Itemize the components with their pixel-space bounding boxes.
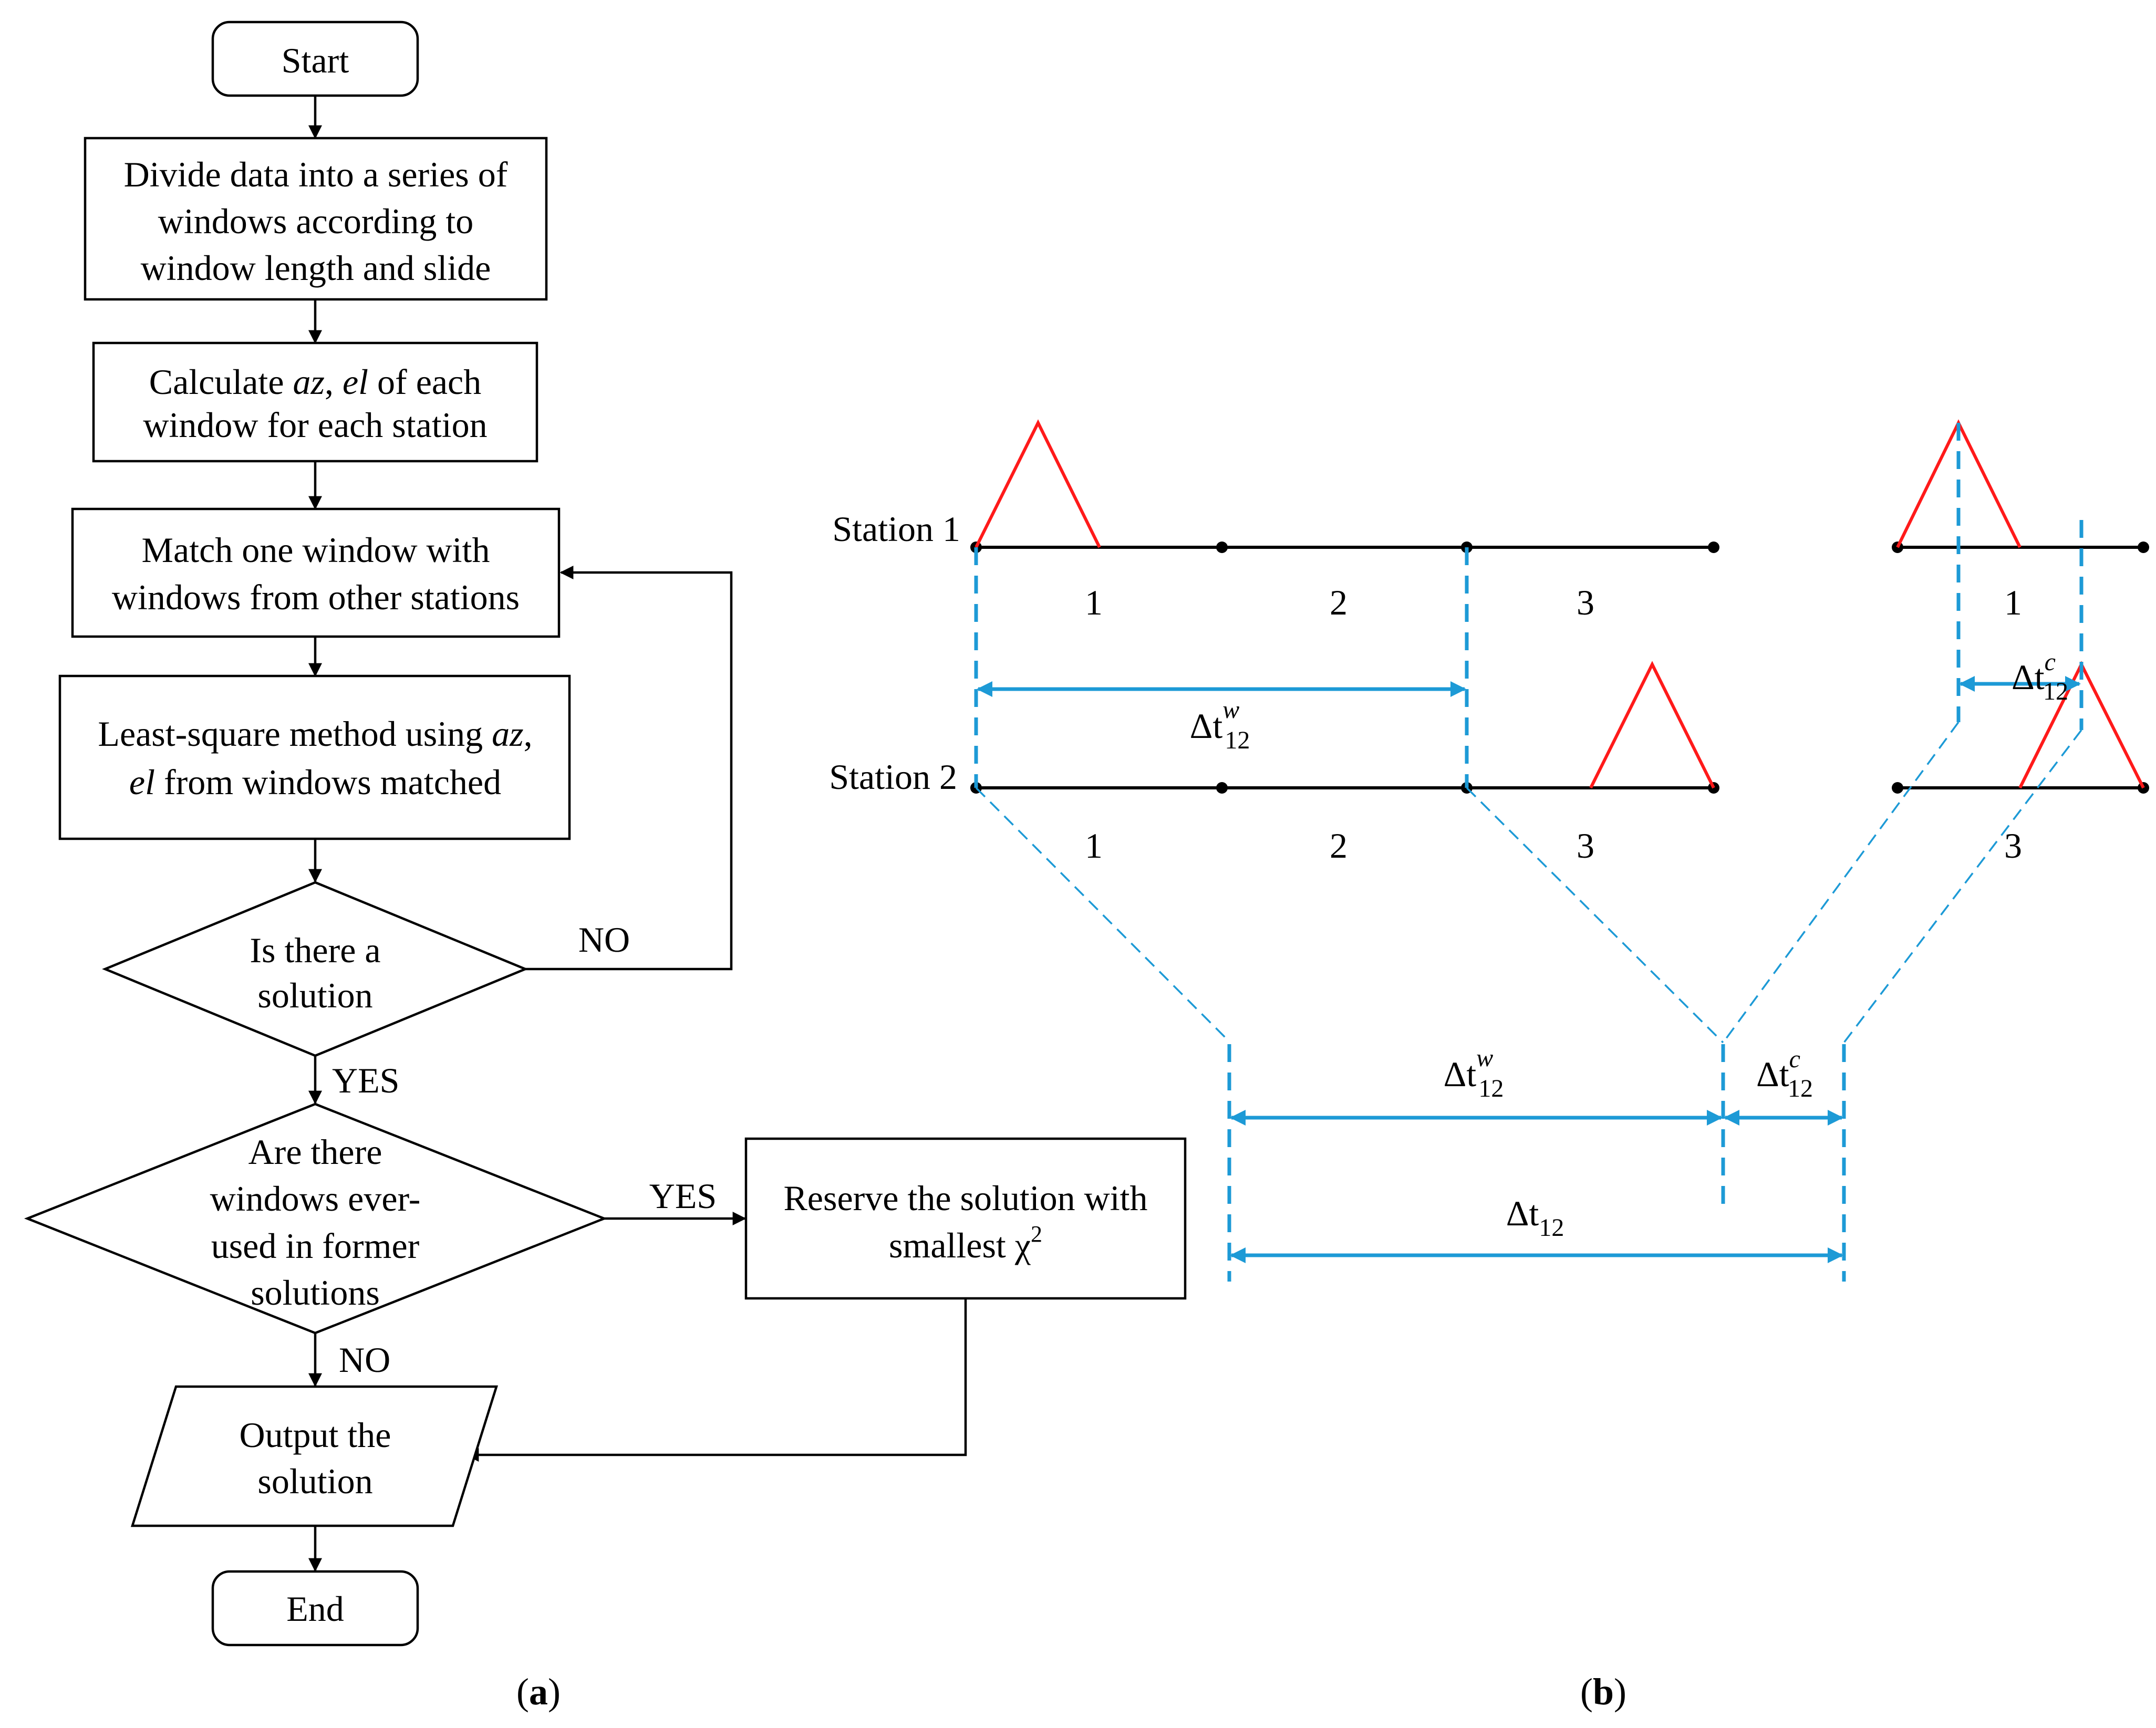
s1-segment-1: 1 [1085, 582, 1103, 622]
s2-segment-3: 3 [1577, 826, 1594, 866]
calculate-line-2: window for each station [143, 405, 487, 445]
timing-diagram: Station 1 Station 2 [829, 419, 2149, 1713]
end-label: End [286, 1589, 344, 1629]
least-square-node: Least-square method using az, el from wi… [58, 674, 571, 840]
end-node: End [211, 1570, 419, 1647]
divide-line-1: Divide data into a series of [124, 154, 508, 194]
right-segment-bottom: 3 [2004, 826, 2022, 866]
station-1-axis-left [970, 542, 1719, 553]
projection-right-a [1722, 721, 1960, 1044]
station-1-trigger-left [975, 419, 1101, 548]
yes-label-1: YES [332, 1060, 399, 1100]
match-line-2: windows from other stations [112, 577, 520, 617]
decision1-line-1: Is there a [250, 930, 380, 970]
flowchart: Start Divide data into a series of windo… [24, 20, 1187, 1713]
calculate-line-1: Calculate az, el of each [149, 362, 482, 402]
solution-decision: Is there a solution [102, 881, 528, 1057]
projection-right-b [1843, 729, 2082, 1044]
station-1-axis-right [1892, 542, 2149, 553]
decision1-line-2: solution [257, 975, 372, 1015]
output-line-1: Output the [240, 1415, 391, 1455]
station-1-label: Station 1 [832, 509, 960, 549]
projection-left [975, 787, 1230, 1043]
station-2-label: Station 2 [829, 757, 957, 797]
match-line-1: Match one window with [142, 530, 490, 570]
no-label-2: NO [339, 1340, 390, 1380]
reserve-solution-node: Reserve the solution with smallest χ2 [744, 1137, 1187, 1300]
s1-segment-2: 2 [1330, 582, 1348, 622]
s2-segment-2: 2 [1330, 826, 1348, 866]
station-2-axis-left [970, 782, 1719, 794]
caption-a: (a) [516, 1671, 561, 1713]
caption-b: (b) [1580, 1671, 1626, 1713]
yes-label-2: YES [649, 1176, 717, 1216]
right-segment-top: 1 [2004, 582, 2022, 622]
projection-mid [1466, 787, 1724, 1044]
s1-segment-3: 3 [1577, 582, 1594, 622]
decision2-line-1: Are there [248, 1132, 382, 1172]
output-node: Output the solution [130, 1385, 499, 1527]
divide-line-3: window length and slide [141, 248, 491, 288]
divide-data-node: Divide data into a series of windows acc… [84, 137, 548, 301]
match-window-node: Match one window with windows from other… [71, 507, 561, 638]
output-line-2: solution [257, 1461, 372, 1501]
s2-segment-1: 1 [1085, 826, 1103, 866]
decision2-line-3: used in former [211, 1226, 420, 1266]
station-2-trigger-left [1589, 661, 1715, 789]
least-line-2: el from windows matched [129, 762, 501, 802]
decision2-line-4: solutions [251, 1273, 380, 1313]
divide-line-2: windows according to [158, 201, 474, 241]
arrow-reserve-output [465, 1298, 967, 1462]
least-line-1: Least-square method using az, [98, 714, 532, 754]
calculate-node: Calculate az, el of each window for each… [92, 341, 538, 463]
arrow-no-loop [525, 566, 733, 971]
delta-total-label: Δt12 [1506, 1193, 1564, 1242]
start-label: Start [282, 40, 349, 80]
reserve-line-1: Reserve the solution with [783, 1178, 1147, 1218]
decision2-line-2: windows ever- [210, 1179, 421, 1219]
start-node: Start [211, 20, 419, 97]
no-label-1: NO [578, 920, 630, 960]
reserve-line-2: smallest χ2 [889, 1221, 1042, 1265]
windows-used-decision: Are there windows ever- used in former s… [24, 1102, 608, 1335]
